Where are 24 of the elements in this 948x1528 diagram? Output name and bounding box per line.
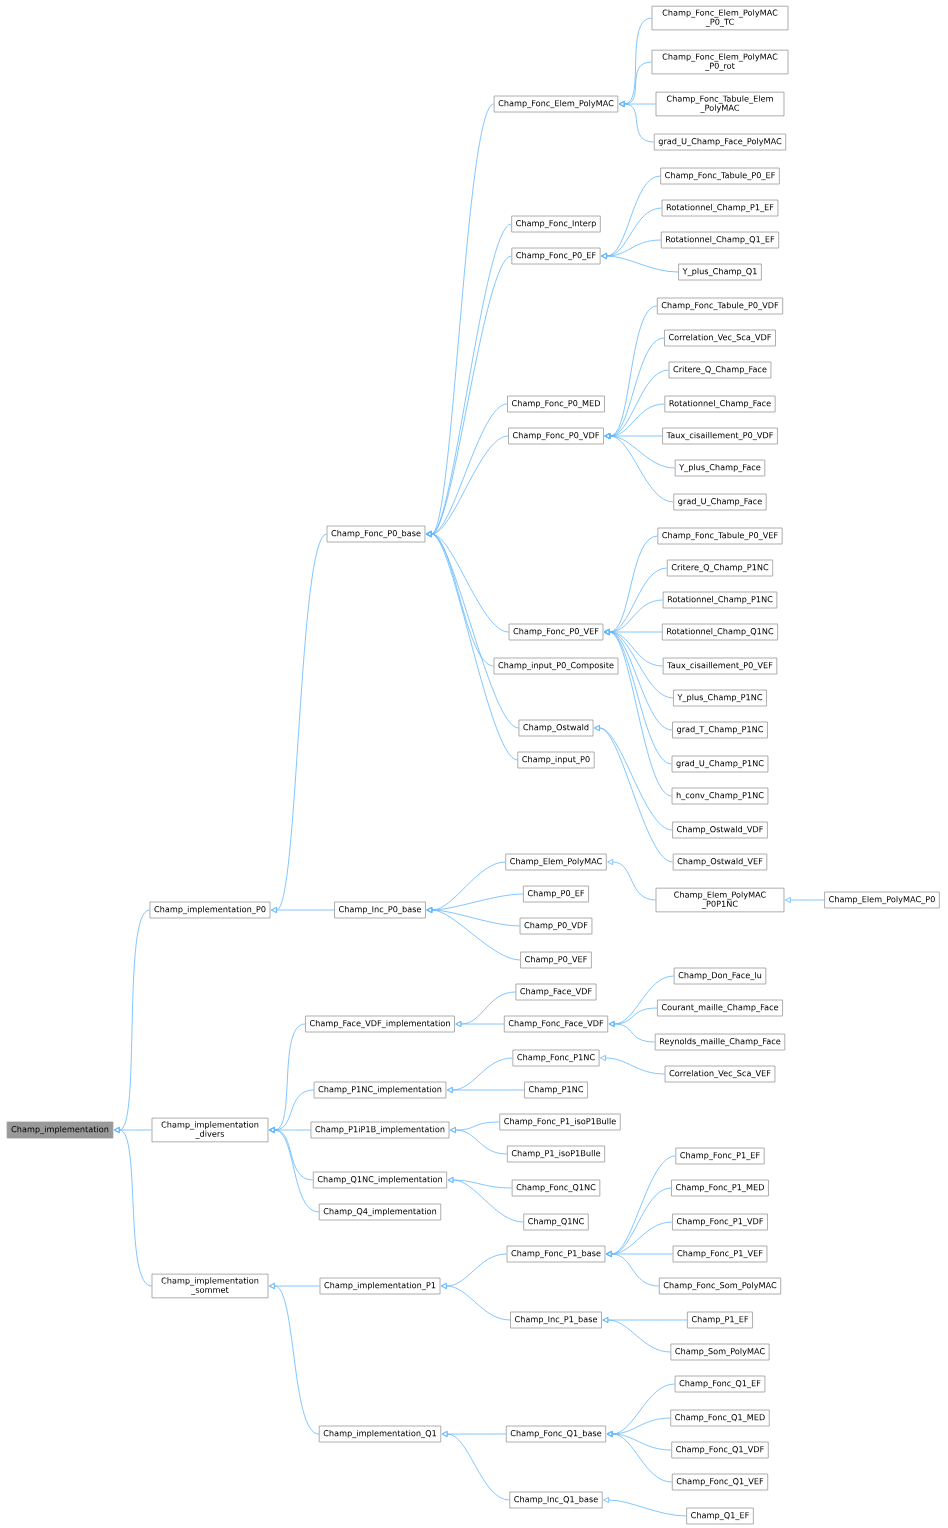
- inheritance-arrow: [602, 1316, 671, 1353]
- inheritance-arrow: [606, 1430, 673, 1483]
- inheritance-arrow: [455, 1020, 505, 1028]
- inheritance-arrow: [603, 628, 673, 797]
- inheritance-arrow: [268, 1282, 320, 1435]
- inheritance-arrow: [449, 1126, 508, 1155]
- inheritance-arrow: [607, 858, 656, 901]
- inheritance-arrow: [441, 1430, 510, 1501]
- inheritance-arrow: [268, 1126, 320, 1213]
- inheritance-arrow: [270, 906, 335, 914]
- inheritance-arrow: [593, 724, 674, 863]
- inheritance-arrow: [618, 100, 655, 143]
- inheritance-arrow: [605, 1250, 660, 1287]
- inheritance-arrow: [601, 252, 679, 273]
- inheritance-arrow: [603, 1496, 687, 1517]
- inheritance-arrow: [608, 1020, 656, 1043]
- inheritance-arrow: [440, 1282, 511, 1321]
- inheritance-arrow: [426, 906, 521, 961]
- inheritance-arrow: [113, 1126, 152, 1287]
- inheritance-arrow: [604, 432, 674, 503]
- inheritance-arrow: [447, 1176, 524, 1223]
- inheritance-arrow: [784, 896, 825, 904]
- inheritance-arrow: [600, 1054, 666, 1075]
- inheritance-arrow: [446, 1086, 525, 1094]
